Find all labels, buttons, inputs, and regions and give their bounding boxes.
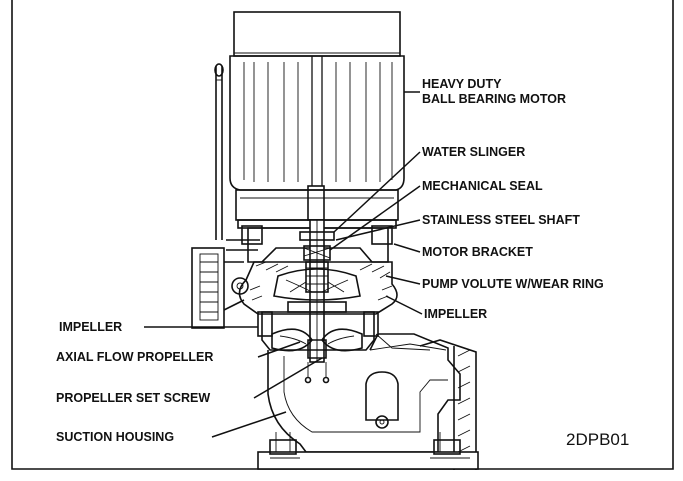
motor-bracket-drawing xyxy=(226,219,393,363)
label-suction-housing: SUCTION HOUSING xyxy=(56,430,174,444)
suction-housing-drawing xyxy=(257,311,479,470)
leader-lines xyxy=(144,91,423,438)
label-stainless-steel-shaft: STAINLESS STEEL SHAFT xyxy=(422,213,580,227)
pump-volute-drawing xyxy=(238,261,398,315)
label-water-slinger: WATER SLINGER xyxy=(422,145,525,159)
label-motor-bracket: MOTOR BRACKET xyxy=(422,245,533,259)
label-propeller-set-screw: PROPELLER SET SCREW xyxy=(56,391,210,405)
motor-drawing xyxy=(214,11,405,240)
label-impeller-right: IMPELLER xyxy=(424,307,487,321)
label-mechanical-seal: MECHANICAL SEAL xyxy=(422,179,543,193)
figure-code: 2DPB01 xyxy=(566,430,629,449)
label-axial-flow-propeller: AXIAL FLOW PROPELLER xyxy=(56,350,213,364)
label-motor-line1: HEAVY DUTY xyxy=(422,77,502,91)
label-impeller-left: IMPELLER xyxy=(59,320,122,334)
label-pump-volute: PUMP VOLUTE W/WEAR RING xyxy=(422,277,604,291)
label-motor-line2: BALL BEARING MOTOR xyxy=(422,92,566,106)
